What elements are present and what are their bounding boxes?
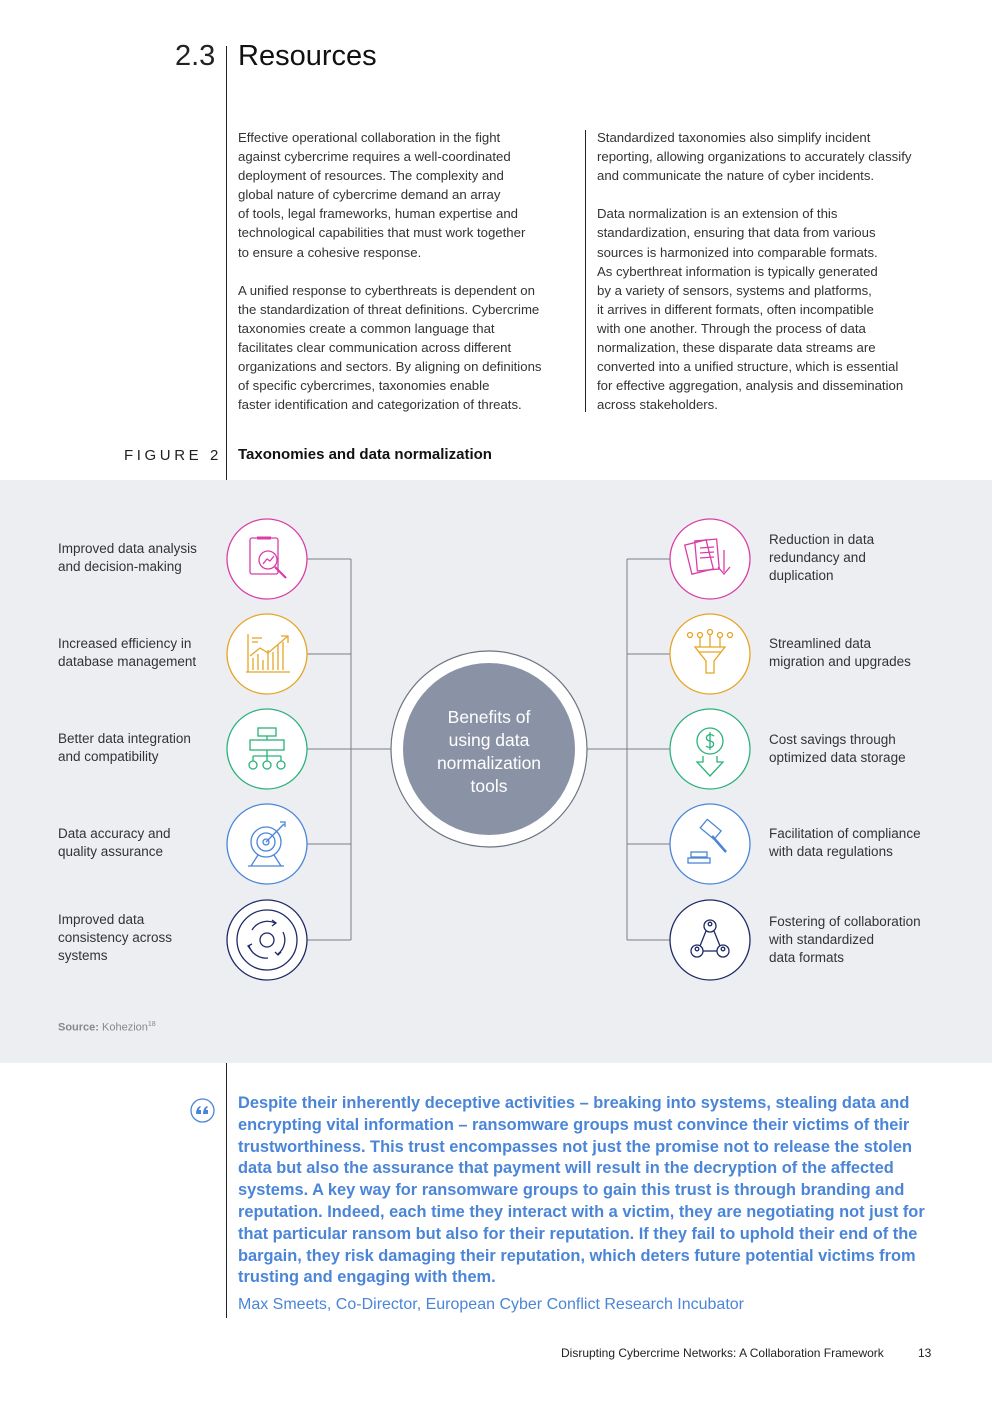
left-item-label: Increased efficiency in database managem… (58, 636, 197, 669)
quote-attribution: Max Smeets, Co-Director, European Cyber … (238, 1296, 744, 1313)
documents-icon (669, 518, 751, 600)
right-item-label: Reduction in data redundancy and duplica… (769, 532, 875, 583)
left-item-label: Improved data consistency across systems (58, 912, 173, 963)
footer-title: Disrupting Cybercrime Networks: A Collab… (561, 1346, 884, 1360)
network-people-icon (669, 899, 751, 981)
vertical-divider (226, 46, 227, 480)
left-item-label: Improved data analysis and decision-maki… (58, 541, 197, 574)
column-divider (585, 130, 586, 412)
figure-title: Taxonomies and data normalization (238, 446, 492, 463)
right-item-label: Facilitation of compliance with data reg… (769, 826, 921, 859)
source-value: Kohezion (102, 1021, 148, 1034)
source-footnote-ref: 18 (147, 1021, 156, 1028)
magnifier-chart-icon (226, 518, 308, 600)
center-label: Benefits of using data normalization too… (436, 707, 542, 796)
footer-title-main: Disrupting Cybercrime Networks: (561, 1346, 737, 1360)
source-label: Source: (58, 1021, 99, 1034)
quote-icon (190, 1098, 215, 1123)
dollar-down-icon (669, 708, 751, 790)
body-left-column: Effective operational collaboration in t… (238, 130, 542, 413)
page-number: 13 (918, 1346, 932, 1360)
pull-quote: Despite their inherently deceptive activ… (238, 1094, 925, 1287)
section-title: Resources (238, 40, 377, 72)
quote-divider (226, 1063, 227, 1318)
target-icon (226, 803, 308, 885)
section-number: 2.3 (175, 40, 216, 72)
right-item-label: Fostering of collaboration with standard… (769, 914, 921, 965)
benefits-diagram (226, 518, 751, 981)
bar-chart-icon (226, 613, 308, 695)
funnel-icon (669, 613, 751, 695)
figure-panel: Benefits of using data normalization too… (0, 480, 992, 1063)
gavel-icon (669, 803, 751, 885)
left-item-label: Better data integration and compatibilit… (58, 731, 191, 764)
footer-title-sub: A Collaboration Framework (736, 1346, 884, 1360)
flowchart-icon (226, 708, 308, 790)
right-item-label: Streamlined data migration and upgrades (769, 636, 911, 669)
cycle-icon (226, 899, 308, 981)
right-connectors (587, 558, 670, 941)
source-note: Source: Kohezion18 (58, 1021, 156, 1034)
right-item-label: Cost savings through optimized data stor… (769, 732, 906, 765)
center-circle (403, 663, 575, 835)
left-item-label: Data accuracy and quality assurance (58, 826, 171, 859)
body-right-column: Standardized taxonomies also simplify in… (597, 130, 912, 413)
figure-label: FIGURE 2 (124, 447, 222, 464)
left-connectors (306, 558, 391, 941)
